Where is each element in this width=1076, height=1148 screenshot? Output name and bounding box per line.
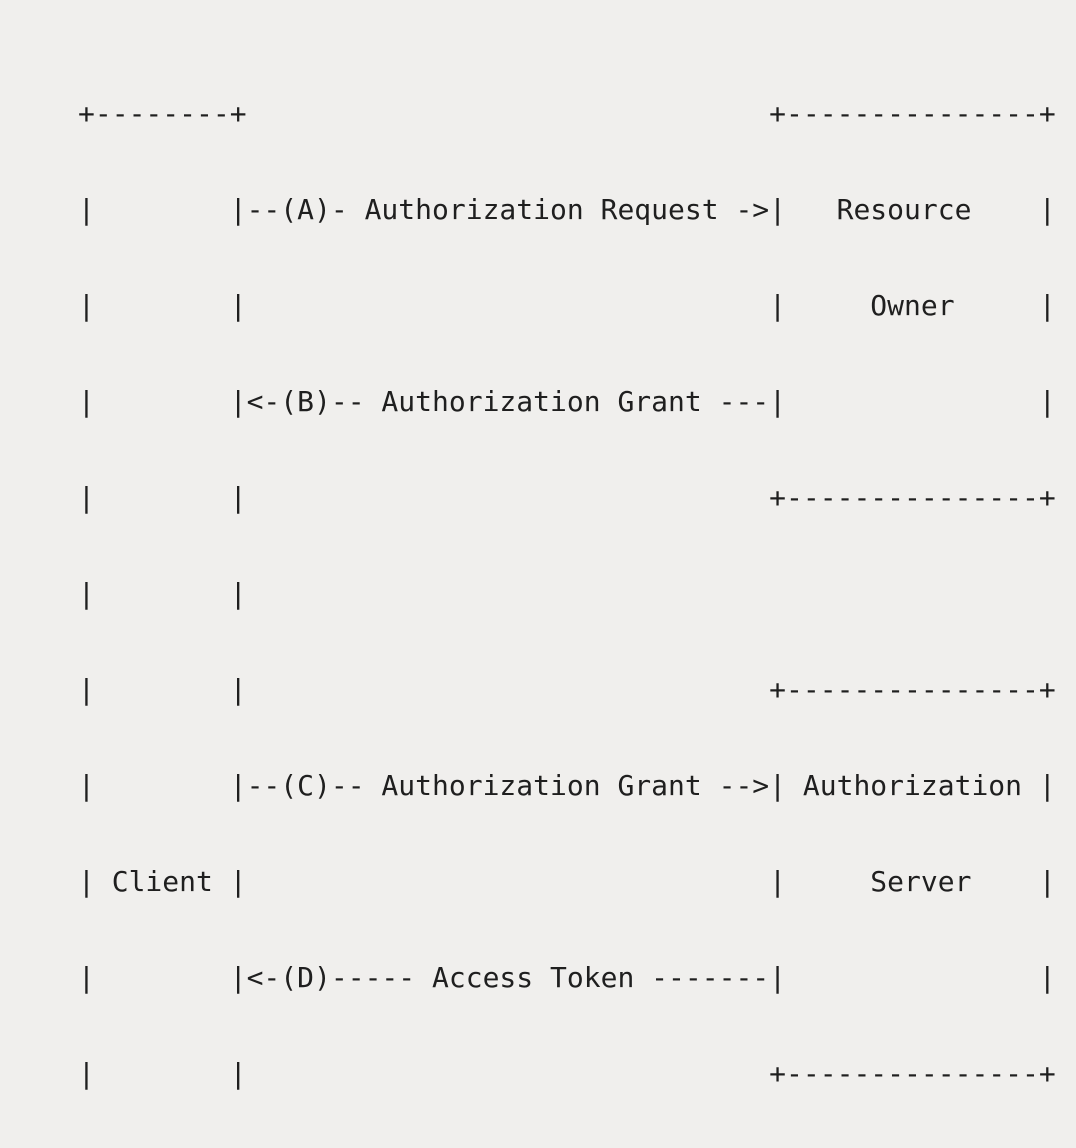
ascii-line: | | +---------------+ [78,673,1056,706]
ascii-line: | |<-(D)----- Access Token -------| | [78,961,1056,994]
ascii-line: | | | Owner | [78,289,1056,322]
ascii-line: | |--(C)-- Authorization Grant -->| Auth… [78,769,1056,802]
ascii-line: | |<-(B)-- Authorization Grant ---| | [78,385,1056,418]
ascii-line: | Client | | Server | [78,865,1056,898]
ascii-line: | | [78,577,247,610]
ascii-line: | |--(A)- Authorization Request ->| Reso… [78,193,1056,226]
oauth2-abstract-flow-diagram: +--------+ +---------------+ | |--(A)- A… [78,34,1056,1148]
ascii-line: +--------+ +---------------+ [78,97,1056,130]
ascii-line: | | +---------------+ [78,481,1056,514]
ascii-line: | | +---------------+ [78,1057,1056,1090]
